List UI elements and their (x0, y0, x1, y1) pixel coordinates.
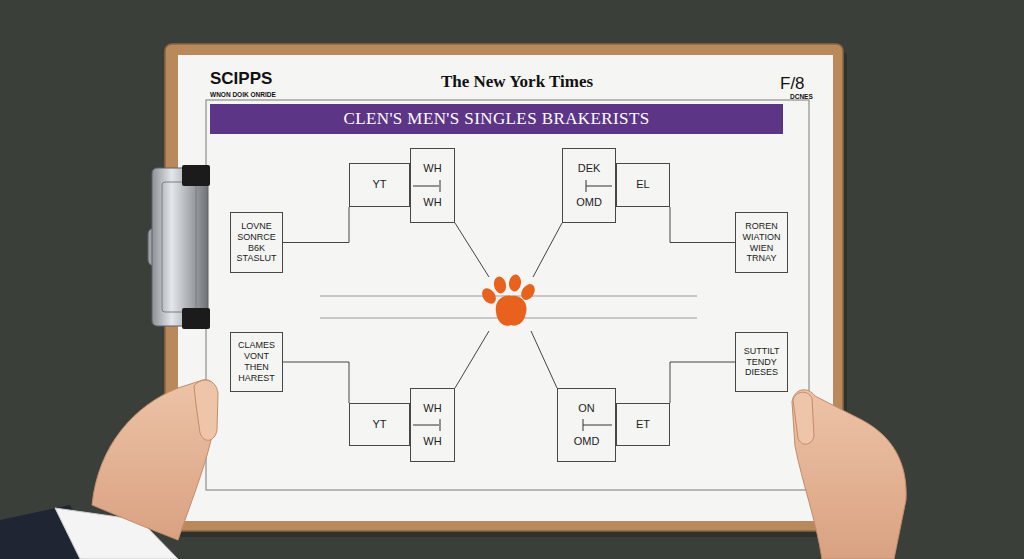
tick-mark (440, 419, 441, 431)
title-band (210, 104, 783, 134)
player-box: CLAMES VONT THEN HAREST (230, 332, 283, 392)
left-hand (0, 380, 218, 559)
paw-toe (492, 275, 507, 294)
bracket-code: WH (423, 402, 441, 415)
header-label: F/8 (780, 74, 805, 94)
bracket-line (283, 207, 349, 243)
diagram-frame (206, 100, 809, 490)
bracket-code: WH (423, 435, 441, 448)
bracket-box: DEK OMD (562, 148, 616, 223)
bracket-box: YT (349, 403, 410, 446)
bracket-box: ET (616, 403, 670, 446)
bracket-box: WH WH (410, 148, 455, 223)
bracket-line (670, 362, 735, 403)
player-name: ROREN WIATION WIEN TRNAY (743, 221, 781, 264)
bracket-code: OMD (574, 435, 600, 448)
player-name: LOVNE SONRCE B6K STASLUT (237, 221, 277, 264)
tick-mark (413, 186, 439, 187)
paw-pad (496, 296, 527, 326)
header-label: DCNES (790, 93, 813, 100)
header-label: SCIPPS (210, 69, 272, 89)
bracket-code: WH (423, 162, 441, 175)
bracket-code: ET (636, 418, 650, 431)
right-hand (792, 390, 906, 559)
player-box: ROREN WIATION WIEN TRNAY (735, 212, 788, 273)
paw-toe (518, 282, 537, 303)
bracket-box: WH WH (410, 388, 455, 462)
metal-clip (148, 165, 210, 329)
clipboard-board (165, 44, 843, 531)
header-label: WNON DOIK ONRIDE (210, 91, 276, 98)
header-label: The New York Times (441, 72, 593, 92)
bracket-line (283, 362, 349, 403)
clip-inner (162, 182, 196, 312)
paper-sheet (178, 55, 833, 521)
player-name: CLAMES VONT THEN HAREST (238, 340, 275, 383)
bracket-code: YT (372, 418, 386, 431)
bracket-box: YT (349, 163, 410, 207)
bracket-line (670, 207, 735, 243)
spoke-lines (455, 223, 562, 388)
thumb (194, 380, 218, 440)
thumb (793, 392, 814, 444)
bracket-code: WH (423, 196, 441, 209)
tiger-paw-logo (479, 274, 537, 326)
spoke-line (455, 223, 489, 277)
tick-mark (583, 425, 612, 426)
tick-mark (440, 180, 441, 192)
clip-tab (182, 165, 210, 186)
diagram-title: CLEN'S MEN'S SINGLES BRAKERISTS (210, 104, 783, 134)
bracket-code: YT (372, 178, 386, 191)
tick-mark (586, 186, 612, 187)
bracket-code: ON (578, 402, 595, 415)
bracket-code: OMD (576, 196, 602, 209)
spoke-line (531, 331, 557, 388)
spoke-line (455, 331, 489, 388)
bracket-box: ON OMD (557, 388, 616, 462)
spoke-line (533, 223, 562, 277)
tick-mark (413, 425, 439, 426)
player-box: LOVNE SONRCE B6K STASLUT (230, 212, 283, 273)
bracket-box: EL (616, 163, 670, 207)
clip-body (152, 168, 208, 326)
player-name: SUTTILT TENDY DIESES (744, 346, 780, 378)
player-box: SUTTILT TENDY DIESES (735, 332, 788, 392)
bracket-code: EL (636, 178, 649, 191)
bracket-code: DEK (578, 162, 601, 175)
board-shadow (169, 50, 847, 537)
tick-marks (413, 180, 612, 431)
hand (792, 390, 906, 559)
clip-tab (182, 308, 210, 329)
paw-toe (508, 274, 522, 293)
